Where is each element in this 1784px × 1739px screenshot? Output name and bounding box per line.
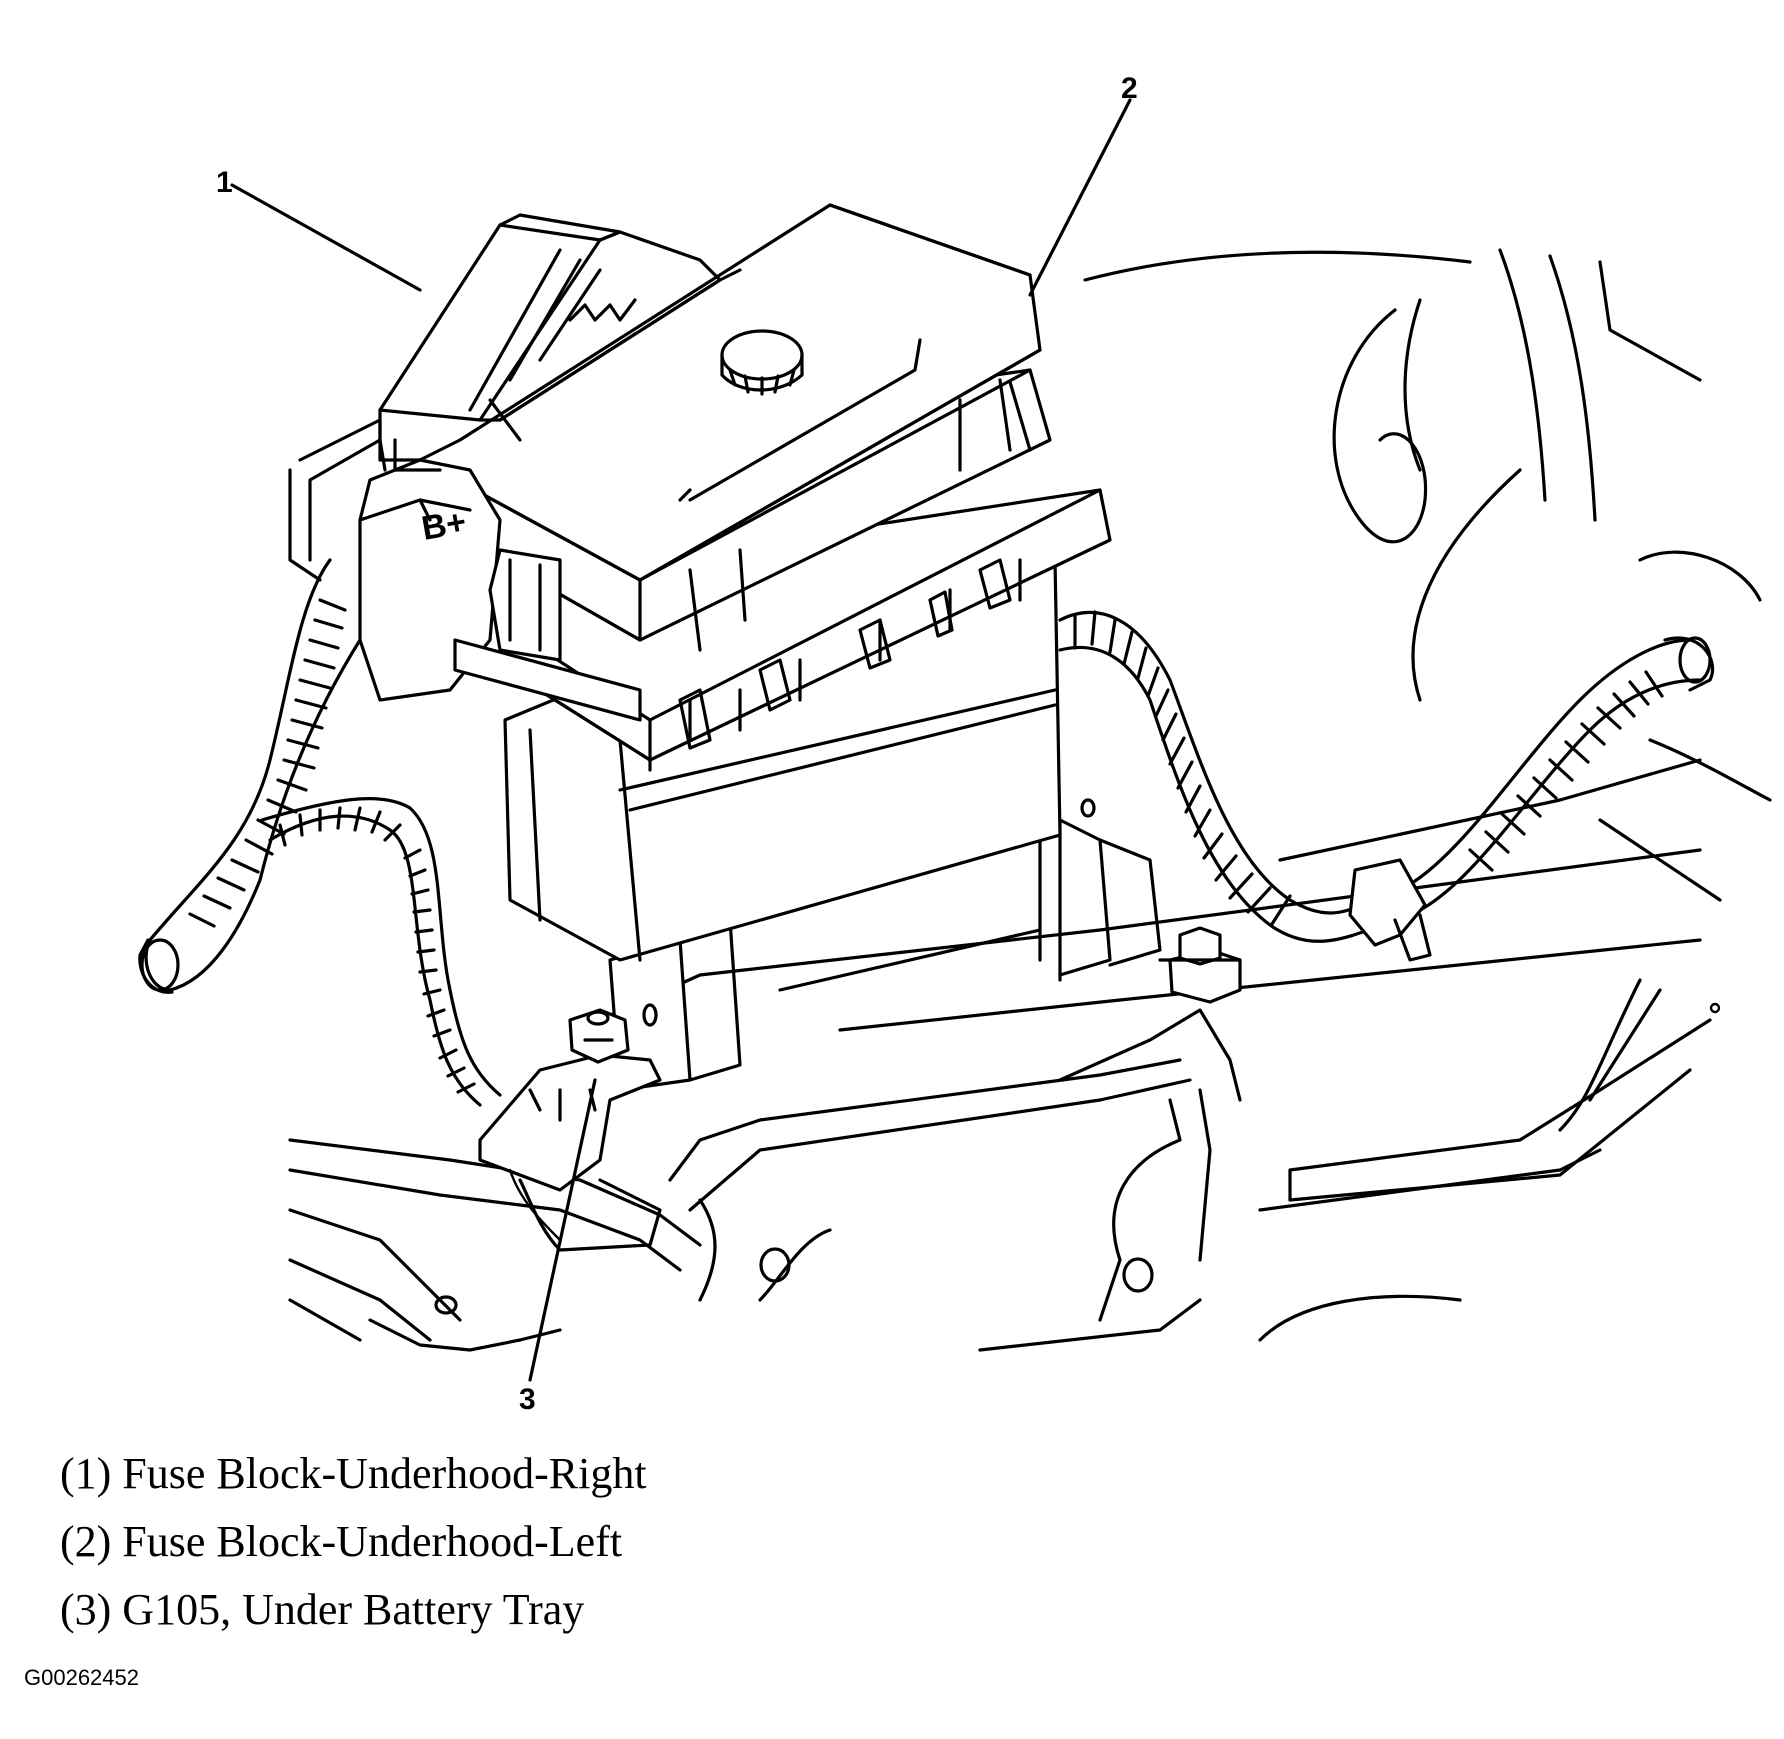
- legend-item-3: (3) G105, Under Battery Tray: [60, 1585, 585, 1634]
- left-wiring-harness: [138, 558, 502, 1107]
- legend-item-2: (2) Fuse Block-Underhood-Left: [60, 1517, 623, 1566]
- g105-ground-bracket: [478, 1008, 662, 1252]
- callout-2: 2: [1121, 72, 1138, 105]
- legend-item-1: (1) Fuse Block-Underhood-Right: [60, 1449, 647, 1498]
- battery-tray-frame: [288, 848, 1702, 1352]
- figure-id: G00262452: [24, 1665, 139, 1690]
- fuse-block-right: [378, 213, 742, 472]
- mounting-rails: [288, 418, 387, 582]
- bracket-bolt: [1158, 926, 1242, 1004]
- fuse-block-location-diagram: B+: [138, 98, 1772, 1382]
- b-plus-label: B+: [419, 503, 469, 548]
- leader-lines: [230, 98, 1132, 1382]
- right-wiring-harness: [1058, 610, 1715, 962]
- fuse-block-left: [358, 203, 1112, 962]
- callout-1: 1: [216, 166, 233, 199]
- body-panel-right: [1083, 248, 1772, 1342]
- callout-3: 3: [519, 1383, 536, 1416]
- legend: (1) Fuse Block-Underhood-Right (2) Fuse …: [60, 1440, 647, 1644]
